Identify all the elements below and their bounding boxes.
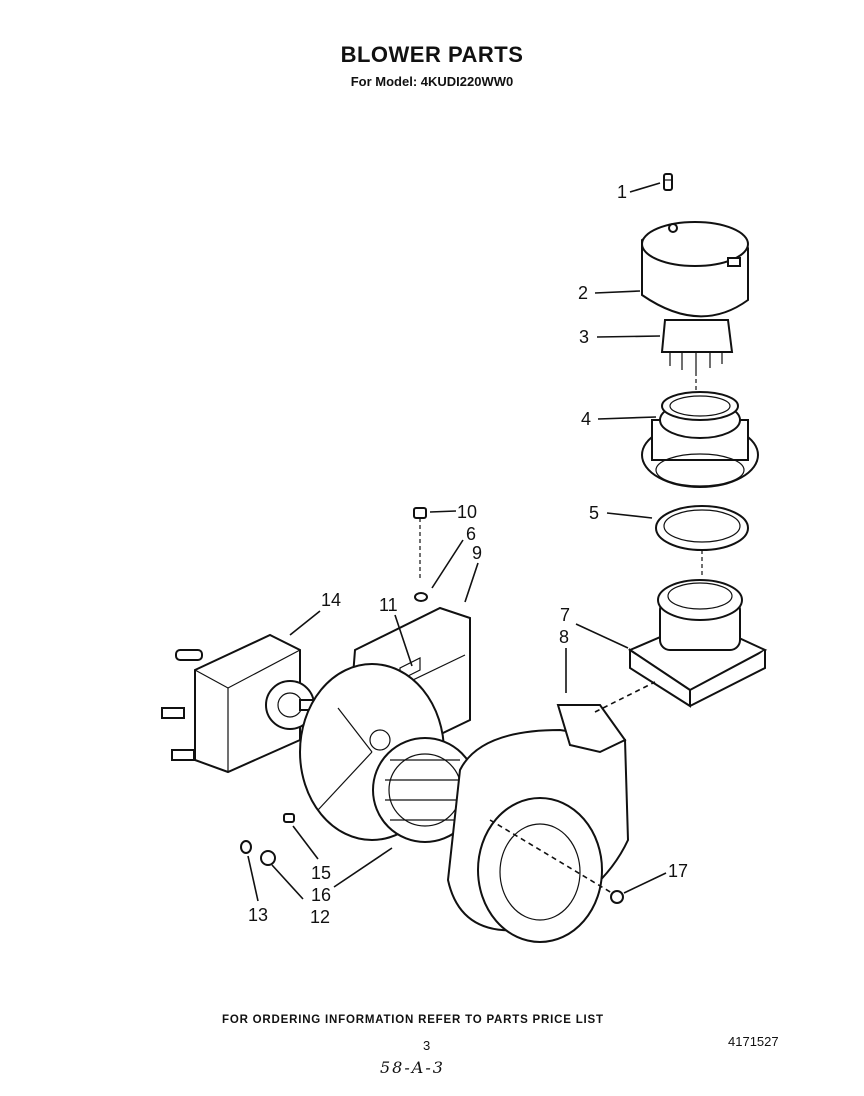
callout-13: 13 [248, 905, 268, 925]
callout-15: 15 [311, 863, 331, 883]
terminal-block-part-3 [660, 319, 734, 372]
ordering-note: FOR ORDERING INFORMATION REFER TO PARTS … [222, 1014, 604, 1026]
screw-part-10 [413, 507, 427, 580]
washer-part-13 [240, 840, 252, 854]
callout-11: 11 [379, 595, 398, 615]
blower-wheel [372, 737, 478, 843]
callout-12: 12 [310, 907, 330, 927]
callout-labels: 1 2 3 4 5 6 7 8 9 10 11 12 13 14 15 16 1… [248, 182, 688, 927]
callout-1: 1 [617, 182, 627, 202]
nut-part-17 [610, 890, 624, 904]
callout-4: 4 [581, 409, 591, 429]
screw-part-1 [663, 173, 673, 191]
housing-part-4 [641, 391, 759, 488]
callout-7: 7 [560, 605, 570, 625]
gasket-part-5 [655, 505, 749, 551]
blower-housing [446, 704, 630, 943]
callout-17: 17 [668, 861, 688, 881]
callout-10: 10 [457, 502, 477, 522]
handwritten-code: 58-A-3 [380, 1058, 445, 1077]
callout-6: 6 [466, 524, 476, 544]
page-number: 3 [423, 1038, 431, 1053]
callout-3: 3 [579, 327, 589, 347]
nut-part-12 [260, 850, 276, 866]
motor-part-14 [161, 633, 319, 774]
callout-2: 2 [578, 283, 588, 303]
leader-lines [247, 182, 667, 902]
callout-14: 14 [321, 590, 341, 610]
callout-5: 5 [589, 503, 599, 523]
cap-part-2 [641, 221, 749, 318]
callout-16: 16 [311, 885, 331, 905]
washer-part-6 [414, 592, 428, 602]
callout-9: 9 [472, 543, 482, 563]
callout-8: 8 [559, 627, 569, 647]
page-title: BLOWER PARTS [340, 42, 524, 67]
model-subtitle: For Model: 4KUDI220WW0 [350, 74, 514, 89]
duct-adapter-part-7-8 [627, 579, 768, 708]
document-number: 4171527 [728, 1034, 779, 1049]
screw-part-15 [283, 813, 295, 823]
